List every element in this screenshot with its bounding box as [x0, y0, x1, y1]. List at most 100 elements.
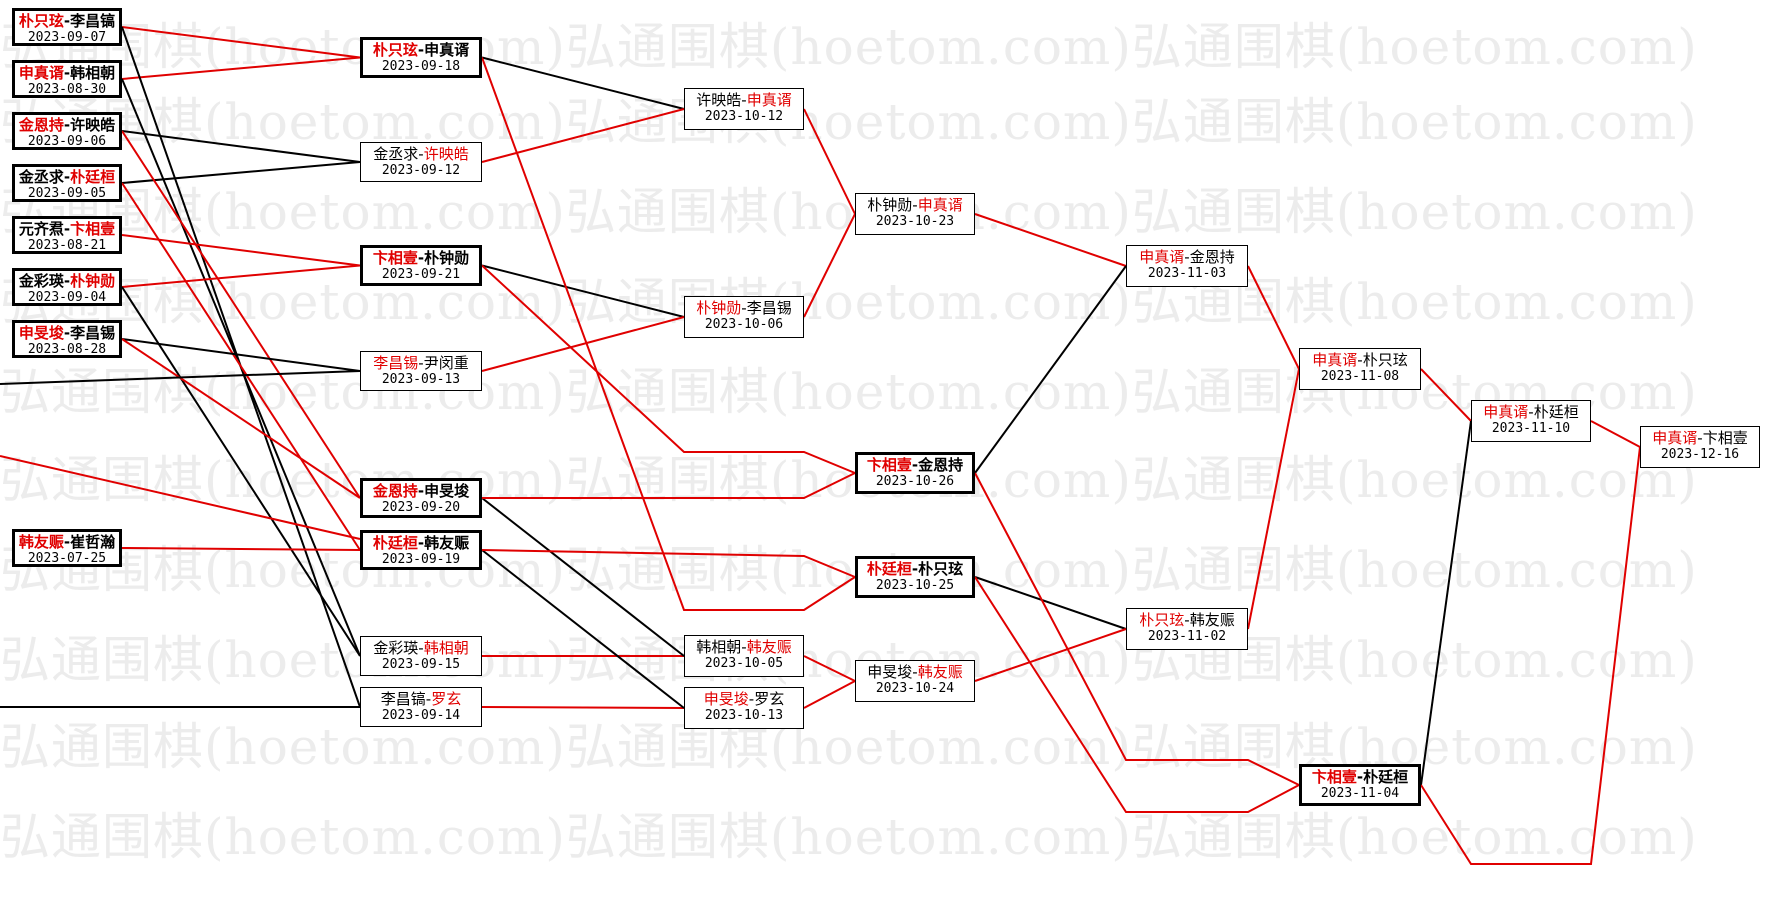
player-1-name: 朴只玹: [18, 12, 64, 30]
match-date: 2023-11-04: [1320, 786, 1400, 801]
bracket-connector: [1420, 446, 1641, 865]
player-1-name: 朴钟勋: [867, 196, 913, 214]
player-1-name: 韩友赈: [18, 533, 64, 551]
player-2-name: 朴只玹: [1362, 351, 1408, 369]
bracket-connector: [1247, 368, 1300, 630]
match-date: 2023-08-28: [27, 342, 107, 357]
player-2-name: 许映皓: [423, 145, 469, 163]
match-players: 申旻埈-韩友赈: [856, 663, 974, 681]
bracket-connector: [0, 455, 361, 540]
player-separator: -: [425, 690, 432, 708]
match-date: 2023-09-18: [381, 59, 461, 74]
player-2-name: 李昌镐: [70, 12, 116, 30]
player-separator: -: [741, 638, 747, 656]
player-1-name: 申真谞: [1312, 351, 1358, 369]
player-2-name: 申真谞: [424, 41, 470, 59]
player-1-name: 申真谞: [1139, 248, 1185, 266]
match-date: 2023-09-21: [381, 267, 461, 282]
match-date: 2023-10-25: [875, 578, 955, 593]
player-separator: -: [911, 560, 919, 578]
player-2-name: 李昌锡: [746, 299, 792, 317]
bracket-connector: [803, 108, 856, 215]
bracket-connector: [974, 576, 1300, 813]
player-2-name: 罗玄: [754, 690, 785, 708]
match-players: 朴只玹-韩友赈: [1127, 611, 1247, 629]
bracket-connector: [121, 286, 361, 657]
player-2-name: 朴只玹: [918, 560, 964, 578]
bracket-connector: [0, 370, 361, 385]
player-2-name: 朴廷桓: [70, 168, 116, 186]
match-date: 2023-09-20: [381, 500, 461, 515]
player-separator: -: [912, 196, 918, 214]
match-date: 2023-09-04: [27, 290, 107, 305]
bracket-connector: [481, 56, 685, 110]
player-separator: -: [63, 168, 71, 186]
player-2-name: 朴钟勋: [424, 249, 470, 267]
player-1-name: 卞相壹: [1311, 768, 1357, 786]
player-2-name: 崔哲瀚: [70, 533, 116, 551]
bracket-connector: [481, 316, 685, 372]
match-players: 申旻埈-李昌锡: [15, 324, 119, 342]
player-separator: -: [911, 456, 919, 474]
match-date: 2023-10-06: [704, 317, 784, 332]
player-separator: -: [418, 354, 424, 372]
match-players: 申真谞-韩相朝: [15, 64, 119, 82]
player-2-name: 朴廷桓: [1363, 768, 1409, 786]
player-separator: -: [418, 145, 424, 163]
player-1-name: 朴只玹: [1139, 611, 1185, 629]
match-players: 金彩瑛-朴钟勋: [15, 272, 119, 290]
match-players: 金丞求-许映皓: [361, 145, 481, 163]
player-separator: -: [912, 663, 918, 681]
player-1-name: 许映皓: [696, 91, 742, 109]
bracket-connector: [121, 264, 361, 288]
bracket-connector: [481, 108, 685, 163]
player-2-name: 卞相壹: [70, 220, 116, 238]
bracket-connector: [121, 26, 361, 59]
player-1-name: 金丞求: [373, 145, 419, 163]
player-1-name: 李昌镐: [380, 690, 426, 708]
bracket-connector: [121, 182, 361, 551]
player-1-name: 朴廷桓: [866, 560, 912, 578]
match-players: 元齐焄-卞相壹: [15, 220, 119, 238]
player-1-name: 朴只玹: [372, 41, 418, 59]
player-1-name: 卞相壹: [372, 249, 418, 267]
match-date: 2023-09-15: [381, 657, 461, 672]
bracket-connector: [121, 338, 361, 499]
bracket-connector: [121, 234, 361, 267]
player-2-name: 金恩持: [1189, 248, 1235, 266]
player-separator: -: [63, 116, 71, 134]
player-2-name: 卞相壹: [1702, 429, 1748, 447]
player-separator: -: [417, 249, 425, 267]
